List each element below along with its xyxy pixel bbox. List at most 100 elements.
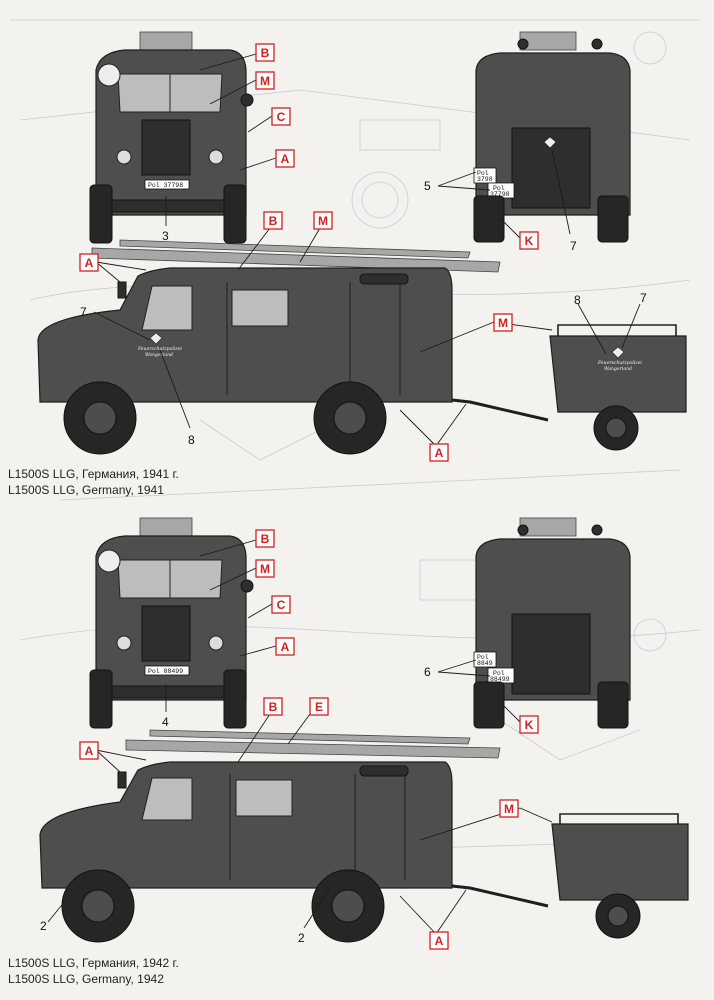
mirror bbox=[117, 281, 127, 299]
callout-m-box bbox=[313, 211, 333, 230]
callout-c: C bbox=[277, 110, 286, 124]
license-plate bbox=[144, 179, 190, 190]
headlight bbox=[208, 149, 224, 165]
grille bbox=[141, 605, 191, 662]
rear-door bbox=[511, 613, 591, 695]
callout-a: A bbox=[435, 934, 444, 948]
callout-c-box bbox=[271, 595, 291, 614]
side-window bbox=[141, 285, 193, 331]
caption-1942: L1500S LLG, Германия, 1942 г. L1500S LLG… bbox=[8, 955, 179, 987]
roof-ladder bbox=[519, 517, 577, 537]
callout-a: A bbox=[85, 744, 94, 758]
grille bbox=[141, 119, 191, 176]
callout-a-box bbox=[79, 253, 99, 272]
trailer-body bbox=[551, 823, 689, 901]
roof-ladder bbox=[125, 739, 501, 759]
plate-bottom-number: 37798 bbox=[490, 191, 510, 198]
callout-e: E bbox=[315, 700, 323, 714]
callout-k: K bbox=[525, 234, 534, 248]
door-decal-line-1: Feuerschutzpolizei bbox=[137, 346, 182, 352]
callout-c: C bbox=[277, 598, 286, 612]
callout-b: B bbox=[261, 532, 270, 546]
part-number-rear-emblem: 7 bbox=[570, 239, 577, 253]
callout-m-box bbox=[255, 71, 275, 90]
callout-k: K bbox=[525, 718, 534, 732]
truck-body bbox=[37, 267, 453, 403]
callout-a-box bbox=[275, 637, 295, 656]
headlight bbox=[116, 149, 132, 165]
headlight bbox=[116, 635, 132, 651]
side-window bbox=[231, 289, 289, 327]
plate-top-text: Pol bbox=[477, 170, 489, 177]
wheel bbox=[223, 184, 247, 244]
part-number-side-door-bottom: 8 bbox=[188, 433, 195, 447]
wheel bbox=[223, 669, 247, 729]
rear-view-1941: Pol 3798 Pol 37798 bbox=[473, 31, 631, 243]
part-number-side-door: 7 bbox=[80, 305, 87, 319]
trailer-decal-line-2: Wangerland bbox=[604, 366, 632, 372]
wheel bbox=[597, 195, 629, 243]
callout-b-box bbox=[263, 211, 283, 230]
callout-a-box bbox=[429, 443, 449, 462]
headlight bbox=[208, 635, 224, 651]
callout-m-box bbox=[499, 799, 519, 818]
wheel bbox=[597, 681, 629, 729]
callout-b: B bbox=[269, 700, 278, 714]
callout-m: M bbox=[318, 214, 328, 228]
tow-bar bbox=[451, 398, 549, 422]
leader-lines bbox=[47, 53, 641, 935]
plate-bottom-text: Pol bbox=[493, 670, 505, 677]
side-window bbox=[141, 777, 193, 821]
part-number-rear-plates: 6 bbox=[424, 665, 431, 679]
side-view-1942 bbox=[39, 729, 549, 943]
license-plate-text: Pol 37798 bbox=[148, 182, 183, 189]
license-plate-text: Pol 88499 bbox=[148, 668, 183, 675]
plate-top bbox=[473, 651, 497, 668]
callout-k-box bbox=[519, 231, 539, 250]
callout-a-box bbox=[275, 149, 295, 168]
callout-m: M bbox=[498, 316, 508, 330]
part-number-front: 3 bbox=[162, 229, 169, 243]
police-emblem-icon bbox=[149, 332, 163, 345]
door-decal-line-2: Wangerland bbox=[145, 352, 173, 358]
callout-a: A bbox=[281, 640, 290, 654]
license-plate bbox=[144, 665, 190, 676]
callout-m-box bbox=[255, 559, 275, 578]
caption-1942-ru: L1500S LLG, Германия, 1942 г. bbox=[8, 956, 179, 970]
front-view-1941: Pol 37798 bbox=[89, 31, 254, 244]
caption-1941: L1500S LLG, Германия, 1941 г. L1500S LLG… bbox=[8, 466, 179, 498]
roof-ladder bbox=[519, 31, 577, 51]
roof-equipment bbox=[359, 765, 409, 777]
tow-bar bbox=[451, 884, 549, 908]
roof-equipment bbox=[359, 273, 409, 285]
part-number-trailer-right: 7 bbox=[640, 291, 647, 305]
caption-1941-en: L1500S LLG, Germany, 1941 bbox=[8, 483, 164, 497]
side-view-1941: Feuerschutzpolizei Wangerland bbox=[37, 239, 549, 455]
roof-ladder bbox=[139, 517, 193, 537]
trailer-1941: Feuerschutzpolizei Wangerland bbox=[549, 324, 687, 451]
plate-bottom-number: 88499 bbox=[490, 676, 510, 683]
plate-top-number: 8849 bbox=[477, 660, 493, 667]
wheel bbox=[89, 184, 113, 244]
wheel bbox=[473, 195, 505, 243]
callout-b-box bbox=[263, 697, 283, 716]
rear-view-1942: Pol 8849 Pol 88499 bbox=[473, 517, 631, 729]
front-view-1942: Pol 88499 bbox=[89, 517, 254, 729]
trailer-decal-line-1: Feuerschutzpolizei bbox=[597, 360, 642, 366]
roof-ladder bbox=[139, 31, 193, 51]
callout-m: M bbox=[504, 802, 514, 816]
callout-a: A bbox=[435, 446, 444, 460]
callout-m-box bbox=[493, 313, 513, 332]
truck-body bbox=[39, 761, 453, 889]
callout-k-box bbox=[519, 715, 539, 734]
caption-1942-en: L1500S LLG, Germany, 1942 bbox=[8, 972, 164, 986]
part-number-wheel-rear: 2 bbox=[298, 931, 305, 945]
plate-bottom-text: Pol bbox=[493, 185, 505, 192]
callout-m: M bbox=[260, 74, 270, 88]
caption-1941-ru: L1500S LLG, Германия, 1941 г. bbox=[8, 467, 179, 481]
roof-ladder-upper bbox=[119, 239, 471, 259]
side-window bbox=[235, 779, 293, 817]
callout-a-box bbox=[429, 931, 449, 950]
callout-a-box bbox=[79, 741, 99, 760]
